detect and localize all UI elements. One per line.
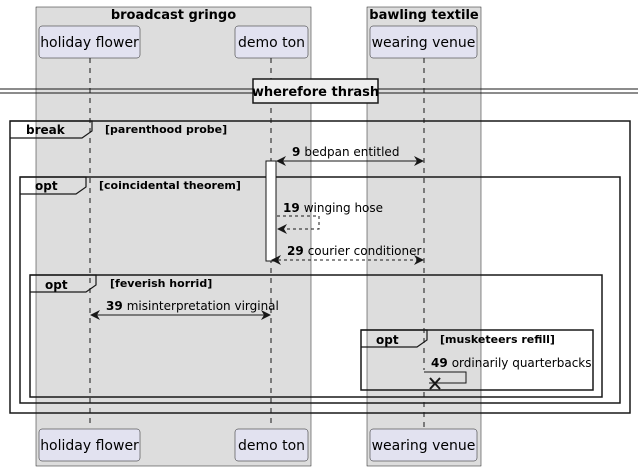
participant-wearing-venue-top[interactable]: wearing venue: [369, 25, 478, 59]
fragment-keyword: opt: [35, 179, 58, 193]
box-title: broadcast gringo: [111, 8, 236, 23]
fragment-condition: [musketeers refill]: [440, 333, 555, 346]
fragment-condition: [feverish horrid]: [110, 277, 212, 290]
participant-holiday-flower-top[interactable]: holiday flower: [38, 25, 141, 59]
divider: wherefore thrash: [0, 78, 638, 104]
fragment-opt-coincidental: opt [coincidental theorem]: [19, 176, 621, 404]
destroy-icon: [429, 377, 441, 390]
message-arrow: [277, 215, 320, 234]
fragment-condition: [coincidental theorem]: [99, 179, 241, 192]
participant-label: wearing venue: [372, 438, 476, 454]
participant-holiday-flower-bottom[interactable]: holiday flower: [38, 428, 141, 462]
divider-label: wherefore thrash: [252, 85, 379, 100]
participant-wearing-venue-bottom[interactable]: wearing venue: [369, 428, 478, 462]
fragment-keyword: opt: [376, 333, 399, 347]
participant-label: demo ton: [238, 438, 305, 454]
participant-demo-ton-top[interactable]: demo ton: [234, 25, 309, 59]
fragment-opt-feverish: opt [feverish horrid]: [29, 274, 603, 398]
fragment-opt-musketeers: opt [musketeers refill]: [360, 329, 594, 391]
participant-label: holiday flower: [40, 438, 139, 454]
fragment-condition: [parenthood probe]: [105, 123, 227, 136]
fragment-keyword: opt: [45, 278, 68, 292]
fragment-break: break [parenthood probe]: [9, 120, 631, 414]
participant-label: demo ton: [238, 35, 305, 51]
fragment-keyword: break: [26, 123, 66, 137]
box-title: bawling textile: [369, 8, 479, 23]
participant-label: wearing venue: [372, 35, 476, 51]
message-arrow: [424, 371, 467, 384]
participant-demo-ton-bottom[interactable]: demo ton: [234, 428, 309, 462]
participant-label: holiday flower: [40, 35, 139, 51]
activation-bar: [265, 160, 277, 262]
